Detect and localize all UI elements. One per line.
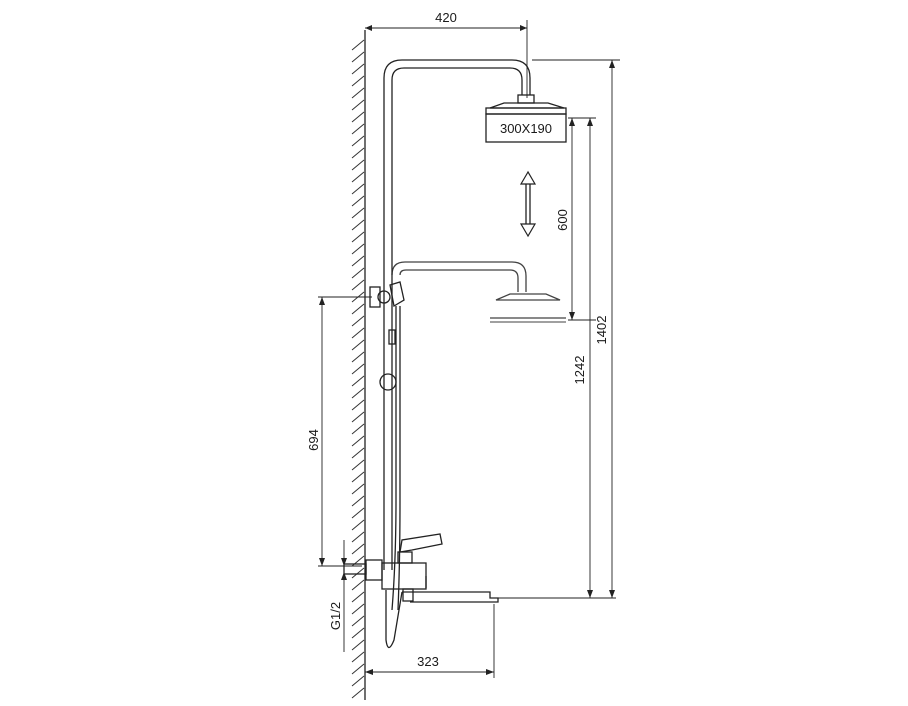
wall-hatch-line — [351, 627, 365, 639]
wall-hatch-line — [351, 375, 365, 387]
dimension-label-1402: 1402 — [594, 316, 609, 345]
dimension-323: 323 — [365, 604, 495, 678]
wall-hatch-line — [351, 303, 365, 315]
wall-hatch-line — [351, 111, 365, 123]
wall-hatch-line — [351, 147, 365, 159]
wall-hatch-line — [351, 483, 365, 495]
wall-hatch-line — [351, 327, 365, 339]
dimension-label-1242: 1242 — [572, 356, 587, 385]
wall-hatch-line — [351, 267, 365, 279]
wall-hatch-line — [351, 423, 365, 435]
wall-hatch-line — [351, 51, 365, 63]
mixer-valve — [365, 533, 443, 590]
bath-spout — [385, 588, 499, 649]
dimension-694: 694 — [306, 296, 372, 567]
wall-hatch-line — [351, 579, 365, 591]
wall-hatch-line — [351, 399, 365, 411]
wall-hatch-line — [351, 135, 365, 147]
wall-hatch-line — [351, 219, 365, 231]
wall-hatch-line — [351, 471, 365, 483]
wall — [351, 30, 366, 700]
wall-hatch-line — [351, 435, 365, 447]
dimension-label-694: 694 — [306, 429, 321, 451]
wall-hatch-line — [351, 279, 365, 291]
wall-hatch-line — [351, 87, 365, 99]
riser-pipe — [383, 59, 531, 570]
wall-hatch-line — [351, 603, 365, 615]
inlet-thread-label: G1/2 — [328, 602, 343, 630]
wall-hatch-line — [351, 99, 365, 111]
wall-hatch-line — [351, 183, 365, 195]
dimension-1402: 1402 — [532, 59, 620, 598]
wall-hatch-line — [351, 243, 365, 255]
wall-hatch-line — [351, 507, 365, 519]
slide-bar-knob — [379, 373, 397, 391]
wall-hatch-line — [351, 339, 365, 351]
wall-hatch-line — [351, 387, 365, 399]
wall-hatch-line — [351, 123, 365, 135]
wall-hatch-line — [351, 639, 365, 651]
lower-showerhead-position — [391, 261, 566, 323]
wall-hatch-line — [351, 363, 365, 375]
wall-hatch-line — [351, 411, 365, 423]
wall-hatch-line — [351, 687, 365, 699]
double-vertical-arrow-icon — [519, 170, 537, 238]
dimension-label-420: 420 — [435, 10, 457, 25]
dimension-600: 600 — [555, 117, 596, 321]
wall-hatch-line — [351, 195, 365, 207]
wall-hatch-line — [351, 351, 365, 363]
wall-hatch-line — [351, 39, 365, 51]
wall-hatch-line — [351, 663, 365, 675]
dimension-1242: 1242 — [496, 118, 616, 599]
wall-hatch-line — [351, 255, 365, 267]
wall-hatch-line — [351, 171, 365, 183]
dimension-label-600: 600 — [555, 209, 570, 231]
showerhead-size-label: 300X190 — [500, 121, 552, 136]
wall-hatch-line — [351, 75, 365, 87]
wall-hatch-line — [351, 159, 365, 171]
wall-hatch-line — [351, 519, 365, 531]
wall-hatch-line — [351, 495, 365, 507]
dimension-label-323: 323 — [417, 654, 439, 669]
wall-hatch-line — [351, 531, 365, 543]
wall-hatching — [351, 39, 365, 699]
overhead-showerhead: 300X190 — [485, 94, 567, 143]
dimension-420: 420 — [365, 10, 528, 98]
wall-hatch-line — [351, 207, 365, 219]
wall-hatch-line — [351, 63, 365, 75]
wall-hatch-line — [351, 231, 365, 243]
wall-hatch-line — [351, 675, 365, 687]
wall-hatch-line — [351, 315, 365, 327]
wall-hatch-line — [351, 447, 365, 459]
inlet-g12: G1/2 — [328, 540, 367, 652]
hose — [391, 306, 401, 611]
wall-hatch-line — [351, 543, 365, 555]
wall-hatch-line — [351, 591, 365, 603]
hand-shower-holder — [369, 281, 405, 345]
wall-hatch-line — [351, 567, 365, 579]
wall-hatch-line — [351, 459, 365, 471]
wall-hatch-line — [351, 615, 365, 627]
wall-hatch-line — [351, 651, 365, 663]
